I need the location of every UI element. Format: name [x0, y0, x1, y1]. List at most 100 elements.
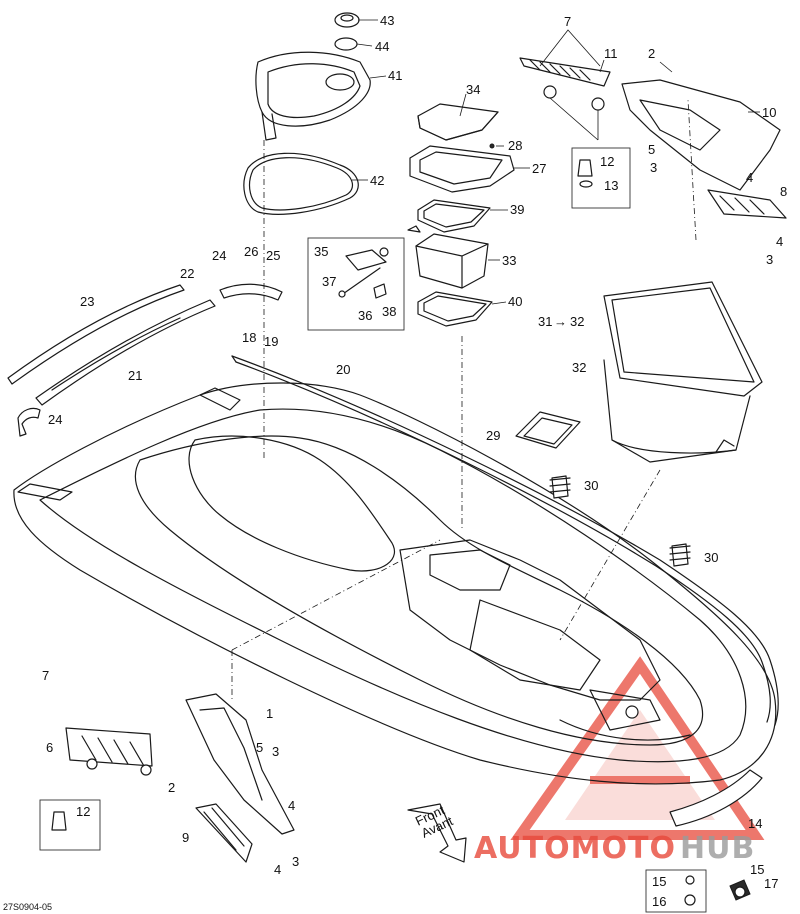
callout-12-top: 12 [600, 154, 614, 169]
callout-17: 17 [764, 876, 778, 891]
grille-11 [519, 57, 611, 111]
callout-43: 43 [380, 13, 394, 28]
callout-4-right: 4 [776, 234, 783, 249]
callout-5-bottom: 5 [256, 740, 263, 755]
callouts: 43 44 41 42 34 28 27 39 33 40 35 37 36 3… [42, 13, 787, 909]
cap-17 [729, 879, 751, 901]
callout-34: 34 [466, 82, 480, 97]
bumper-14 [669, 769, 763, 827]
rivet-12-13 [577, 159, 593, 188]
assembly-lines [231, 99, 697, 700]
callout-21: 21 [128, 368, 142, 383]
hull [13, 382, 777, 785]
callout-30-upper: 30 [584, 478, 598, 493]
fastener-15-16 [684, 875, 696, 906]
callout-26: 26 [244, 244, 258, 259]
callout-32-a: 32 [570, 314, 584, 329]
callout-25: 25 [266, 248, 280, 263]
spring-38 [373, 283, 387, 299]
bumper-24 [219, 283, 283, 301]
callout-29: 29 [486, 428, 500, 443]
callout-19: 19 [264, 334, 278, 349]
callout-3-lowest: 3 [292, 854, 299, 869]
gasket-40 [417, 291, 493, 327]
callout-12-bottom: 12 [76, 804, 90, 819]
callout-5-top: 5 [648, 142, 655, 157]
cap-43 [334, 12, 360, 28]
panel-10 [621, 79, 781, 191]
watermark-triangle [510, 656, 765, 840]
callout-18: 18 [242, 330, 256, 345]
watermark-text-right: HUB [680, 831, 755, 866]
vent-30-lower [669, 543, 691, 567]
callout-20: 20 [336, 362, 350, 377]
callout-2-bottom: 2 [168, 780, 175, 795]
callout-36: 36 [358, 308, 372, 323]
callout-6: 6 [46, 740, 53, 755]
bumper-24-left [17, 407, 41, 437]
grille-8 [707, 189, 787, 219]
callout-4-top: 4 [746, 170, 753, 185]
callout-11: 11 [604, 46, 618, 61]
box-33 [407, 225, 489, 289]
callout-8: 8 [780, 184, 787, 199]
grille-6 [65, 727, 153, 776]
callout-35: 35 [314, 244, 328, 259]
callout-24-left: 24 [48, 412, 62, 427]
callout-42: 42 [370, 173, 384, 188]
callout-4-lowest: 4 [274, 862, 281, 877]
callout-16: 16 [652, 894, 666, 909]
callout-15-right: 15 [750, 862, 764, 877]
storage-bin-41 [255, 51, 371, 141]
callout-32-b: 32 [572, 360, 586, 375]
panel-1 [185, 693, 295, 835]
callout-14: 14 [748, 816, 762, 831]
pin-36-37 [338, 267, 381, 298]
callout-28: 28 [508, 138, 522, 153]
plate-29 [515, 411, 581, 449]
callout-39: 39 [510, 202, 524, 217]
vent-30-upper [549, 475, 571, 499]
detail-box-12-13 [571, 147, 631, 209]
rivet-12-lower [51, 811, 67, 831]
latch-35 [345, 247, 389, 271]
callout-24-top: 24 [212, 248, 226, 263]
callout-3-top: 3 [650, 160, 657, 175]
gasket-44 [334, 37, 358, 51]
rub-rail-left [7, 284, 216, 406]
callout-38: 38 [382, 304, 396, 319]
tray-27 [409, 143, 515, 193]
callout-15-box: 15 [652, 874, 666, 889]
rub-rail-long [231, 355, 779, 726]
callout-7-bottom: 7 [42, 668, 49, 683]
callout-40: 40 [508, 294, 522, 309]
gasket-39 [417, 199, 491, 233]
callout-37: 37 [322, 274, 336, 289]
callout-23: 23 [80, 294, 94, 309]
callout-22: 22 [180, 266, 194, 281]
watermark-triangle-inner [565, 710, 715, 820]
callout-1: 1 [266, 706, 273, 721]
front-arrow: Front Avant [407, 802, 467, 863]
callout-7-top: 7 [564, 14, 571, 29]
callout-3-bottom: 3 [272, 744, 279, 759]
callout-30-lower: 30 [704, 550, 718, 565]
grille-9 [195, 803, 253, 863]
figure-code: 27S0904-05 [3, 902, 53, 912]
callout-44: 44 [375, 39, 389, 54]
callout-10: 10 [762, 105, 776, 120]
callout-4-bottom: 4 [288, 798, 295, 813]
callout-13: 13 [604, 178, 618, 193]
detail-box-35-38 [307, 237, 405, 331]
gasket-42 [243, 152, 359, 215]
callout-9: 9 [182, 830, 189, 845]
detail-box-12-lower [39, 799, 101, 851]
callout-33: 33 [502, 253, 516, 268]
callout-3-right: 3 [766, 252, 773, 267]
callout-31-arrow: → [554, 314, 567, 329]
leader-lines [352, 19, 760, 305]
callout-41: 41 [388, 68, 402, 83]
callout-27: 27 [532, 161, 546, 176]
watermark-text-left: AUTOMOTO [474, 831, 676, 866]
